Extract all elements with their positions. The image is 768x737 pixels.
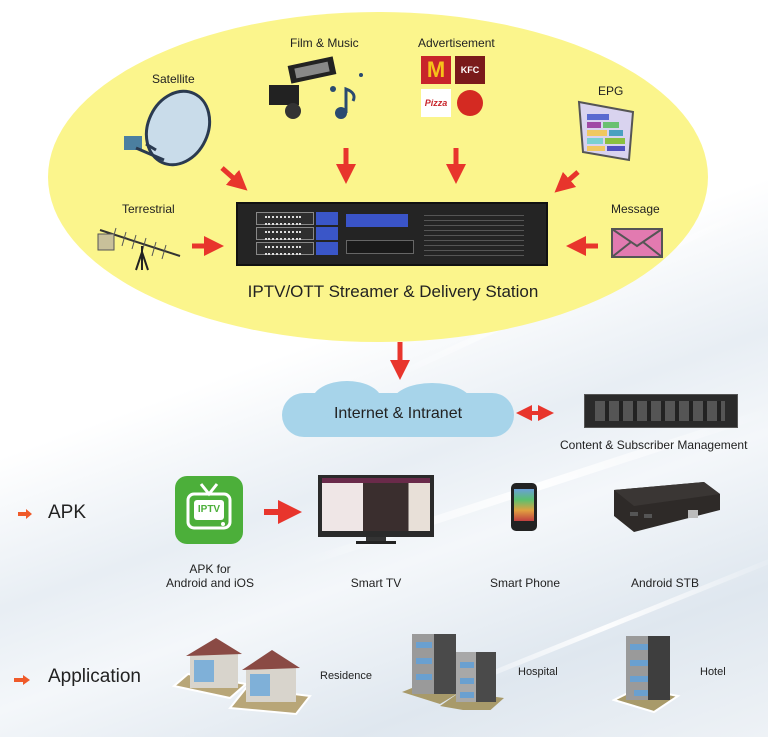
- logo-tile: Pizza: [421, 89, 451, 117]
- logo-tile: [457, 90, 483, 116]
- logo-tile: KFC: [455, 56, 485, 84]
- apk-section-title: APK: [48, 502, 87, 523]
- smart-tv-label: Smart TV: [350, 576, 402, 590]
- advertisement-logos-icon: M KFC Pizza: [421, 56, 491, 120]
- satellite-label: Satellite: [152, 72, 195, 86]
- drive-bay: [256, 227, 314, 240]
- network-label: Internet & Intranet: [333, 405, 463, 422]
- epg-grid-icon: [577, 100, 635, 162]
- android-stb-icon: [614, 482, 720, 532]
- app-icon-text: IPTV: [197, 504, 221, 515]
- drive-bay: [256, 242, 314, 255]
- hospital-label: Hospital: [518, 666, 558, 678]
- hotel-building-icon: [612, 636, 681, 714]
- application-section-title: Application: [48, 666, 141, 687]
- residence-label: Residence: [320, 670, 372, 682]
- management-server-icon: [584, 394, 738, 428]
- management-label: Content & Subscriber Management: [560, 438, 748, 452]
- network-cloud: Internet & Intranet: [282, 381, 514, 437]
- satellite-dish-icon: [124, 89, 212, 167]
- advertisement-label: Advertisement: [418, 36, 495, 50]
- drive-bay: [256, 212, 314, 225]
- message-label: Message: [611, 202, 660, 216]
- bay-button: [316, 227, 338, 240]
- terrestrial-antenna-icon: [97, 227, 181, 271]
- hospital-buildings-icon: [402, 634, 504, 710]
- envelope-icon: [611, 228, 663, 258]
- control-panel: [346, 240, 414, 254]
- station-label: IPTV/OTT Streamer & Delivery Station: [247, 282, 539, 301]
- iptv-app-icon: IPTV: [175, 476, 243, 544]
- app-label-line2: Android and iOS: [165, 576, 255, 590]
- bay-button: [316, 212, 338, 225]
- logo-tile: M: [421, 56, 451, 84]
- streamer-station-rack: [236, 202, 548, 266]
- smart-tv-icon: [318, 475, 434, 545]
- film-music-label: Film & Music: [290, 36, 359, 50]
- residence-houses-icon: [172, 638, 312, 716]
- arrow-epg: [554, 170, 580, 193]
- epg-label: EPG: [598, 84, 624, 98]
- app-label-line1: APK for: [189, 562, 231, 576]
- vent-grill: [424, 212, 524, 256]
- smart-phone-label: Smart Phone: [489, 576, 561, 590]
- smart-phone-icon: [511, 483, 537, 531]
- arrow-satellite: [220, 166, 248, 191]
- film-music-icon: [269, 56, 363, 119]
- android-stb-label: Android STB: [630, 576, 700, 590]
- bullet-arrow-icon: [14, 672, 30, 690]
- bullet-arrow-icon: [18, 506, 32, 519]
- source-ellipse: [48, 12, 708, 342]
- hotel-label: Hotel: [700, 666, 726, 678]
- bay-button: [316, 242, 338, 255]
- lcd-display: [346, 214, 408, 227]
- terrestrial-label: Terrestrial: [122, 202, 175, 216]
